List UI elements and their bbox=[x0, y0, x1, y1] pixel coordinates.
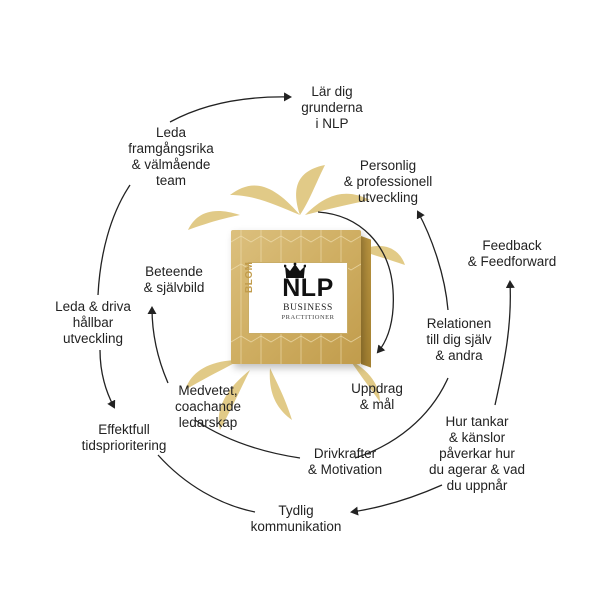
label-uppdrag: Uppdrag & mål bbox=[337, 381, 417, 413]
label-drivkrafter: Drivkrafter & Motivation bbox=[290, 446, 400, 478]
arrow-inner-personlig bbox=[418, 212, 448, 310]
arrow-top bbox=[170, 97, 290, 122]
arrow-left-lower bbox=[100, 350, 114, 407]
label-tydlig: Tydlig kommunikation bbox=[236, 503, 356, 535]
arrow-inner-medvetet bbox=[152, 308, 168, 383]
label-personlig: Personlig & professionell utveckling bbox=[328, 158, 448, 206]
label-beteende: Beteende & självbild bbox=[124, 264, 224, 296]
label-lar-dig: Lär dig grunderna i NLP bbox=[282, 84, 382, 132]
box-subtitle2: PRACTITIONER bbox=[268, 314, 348, 322]
box-side bbox=[361, 236, 371, 368]
box-subtitle: BUSINESS bbox=[268, 303, 348, 313]
box-title: NLP bbox=[268, 275, 348, 301]
label-feedback: Feedback & Feedforward bbox=[452, 238, 572, 270]
label-leda-driva: Leda & driva hållbar utveckling bbox=[38, 299, 148, 347]
label-relationen: Relationen till dig själv & andra bbox=[404, 316, 514, 364]
label-hur-tankar: Hur tankar & känslor påverkar hur du age… bbox=[412, 414, 542, 494]
label-leda-team: Leda framgångsrika & välmående team bbox=[116, 125, 226, 189]
label-effektfull: Effektfull tidsprioritering bbox=[64, 422, 184, 454]
brand-logo: BLOM bbox=[244, 253, 256, 293]
